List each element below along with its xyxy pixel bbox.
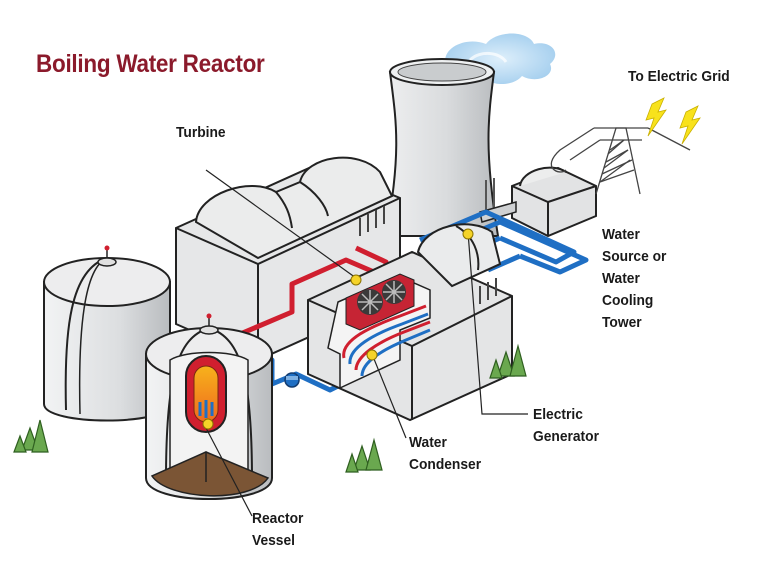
label-water-source-line-3: Water [602,270,640,287]
label-turbine: Turbine [176,124,226,141]
generator-condenser-block [307,223,513,422]
reactor-vessel [185,355,227,433]
generator-marker [462,228,474,240]
leader-lines [205,169,528,517]
condenser-coils [342,304,431,377]
transmission-tower [550,127,691,195]
label-reactor-vessel: Reactor Vessel [252,508,303,552]
label-water-condenser: Water Condenser [409,432,481,476]
label-electric-generator: Electric Generator [533,404,599,448]
label-water-source: Water Source or Water Cooling Tower [602,224,666,334]
markers [202,228,474,430]
reactor-marker [202,418,214,430]
turbine-rotors [345,273,415,331]
reactor-building [145,313,273,500]
label-water-source-line-1: Water [602,226,640,243]
label-water-source-line-2: Source or [602,248,667,265]
lightning-bolts [645,97,701,145]
label-electric-generator-line-2: Generator [533,428,599,445]
water-source-building [479,166,597,238]
label-water-condenser-line-2: Condenser [409,456,482,473]
label-water-condenser-line-1: Water [409,434,447,451]
label-water-source-line-4: Cooling [602,292,654,309]
label-reactor-vessel-line-1: Reactor [252,510,304,527]
pump [284,372,300,388]
trees [13,343,527,473]
condenser-marker [366,349,378,361]
label-reactor-vessel-line-2: Vessel [252,532,295,549]
turbine-marker [350,274,362,286]
cooling-tower [384,58,500,237]
diagram-title: Boiling Water Reactor [36,50,265,78]
label-electric-generator-line-1: Electric [533,406,583,423]
label-electric-grid: To Electric Grid [628,68,730,85]
label-water-source-line-5: Tower [602,314,642,331]
